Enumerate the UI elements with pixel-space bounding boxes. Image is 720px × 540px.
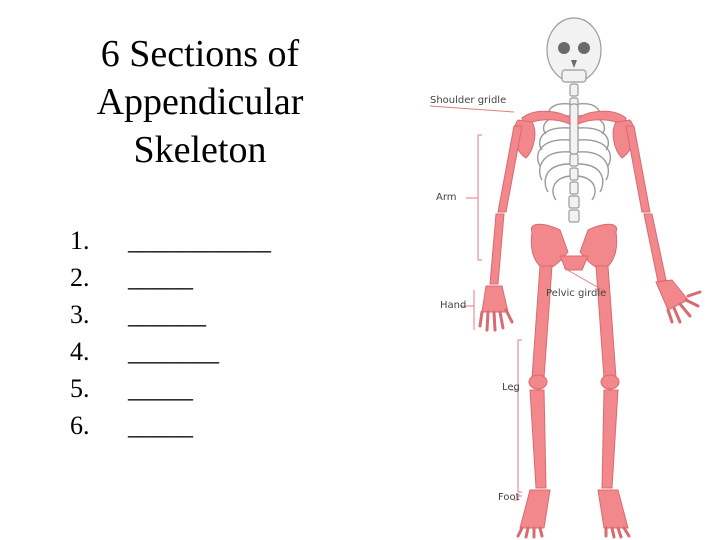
list-item: 1. ___________ — [70, 222, 370, 259]
hand-left — [481, 285, 509, 313]
patella-left — [528, 374, 548, 390]
title-line-3: Skeleton — [133, 129, 267, 171]
list-item: 5. _____ — [70, 370, 370, 407]
humerus-left — [497, 125, 523, 213]
label-shoulder-girdle: Shoulder gridle — [430, 95, 507, 106]
axial-skeleton — [536, 17, 612, 223]
appendicular-skeleton — [478, 110, 702, 539]
skeleton-figure: Shoulder gridle Arm Hand Pelvic girdle L… — [410, 0, 720, 540]
answer-blank: _____ — [128, 411, 193, 440]
list-item: 4. _______ — [70, 333, 370, 370]
tibia-right — [601, 389, 619, 489]
label-leg: Leg — [502, 382, 520, 393]
answer-blank: ______ — [128, 300, 206, 329]
label-foot: Foot — [498, 492, 520, 503]
item-number: 1. — [70, 226, 90, 255]
list-item: 2. _____ — [70, 259, 370, 296]
item-number: 4. — [70, 337, 90, 366]
humerus-right — [625, 125, 651, 213]
list-item: 6. _____ — [70, 407, 370, 444]
foot-left — [519, 489, 551, 529]
pelvis-left — [530, 223, 569, 270]
label-pelvic-girdle: Pelvic girdle — [546, 288, 607, 299]
item-number: 6. — [70, 411, 90, 440]
title-line-2: Appendicular — [96, 81, 304, 123]
pelvis-right — [579, 223, 618, 270]
item-number: 5. — [70, 374, 90, 403]
label-arm: Arm — [436, 192, 457, 203]
item-number: 2. — [70, 263, 90, 292]
item-number: 3. — [70, 300, 90, 329]
skeleton-illustration — [429, 17, 702, 539]
label-hand: Hand — [440, 300, 467, 311]
femur-left — [531, 265, 553, 379]
answer-blank: _____ — [128, 374, 193, 403]
answer-blank: _____ — [128, 263, 193, 292]
sternum — [569, 103, 579, 155]
sacrum — [559, 255, 589, 271]
forearm-left — [489, 213, 505, 285]
leader-lines — [429, 105, 607, 501]
tibia-left — [529, 389, 547, 489]
forearm-right — [643, 213, 667, 283]
fill-in-list: 1.___________ 2._____ 3.______ 4._______… — [70, 222, 370, 444]
title-line-1: 6 Sections of — [100, 33, 300, 75]
answer-blank: ___________ — [128, 226, 271, 255]
foot-right — [597, 489, 629, 529]
slide-title: 6 Sections of Appendicular Skeleton — [40, 30, 360, 174]
list-item: 3. ______ — [70, 296, 370, 333]
answer-blank: _______ — [128, 337, 219, 366]
patella-right — [600, 374, 620, 390]
femur-right — [595, 265, 617, 379]
